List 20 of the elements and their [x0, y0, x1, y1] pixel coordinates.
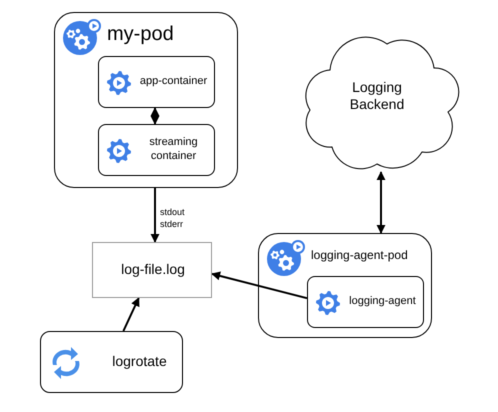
file-box	[92, 242, 212, 298]
pod-box	[54, 12, 238, 188]
arrow	[211, 272, 308, 300]
pod-title: my-pod	[107, 23, 174, 46]
node-label: logrotate	[112, 353, 167, 371]
node-label: log-file.log	[121, 261, 185, 279]
node-label: logging-agent	[349, 295, 416, 309]
arrow	[150, 107, 160, 125]
pod-box	[258, 233, 432, 338]
container-box	[98, 56, 215, 108]
arrow	[150, 188, 160, 243]
pod-title: logging-agent-pod	[311, 248, 408, 262]
process-box	[40, 331, 183, 393]
node-label: Logging Backend	[348, 78, 406, 114]
arrow	[122, 297, 140, 332]
node-label: app-container	[140, 75, 208, 89]
container-box	[98, 124, 215, 176]
container-box	[307, 276, 424, 328]
arrow	[376, 171, 386, 234]
node-label: streaming container	[148, 136, 199, 164]
